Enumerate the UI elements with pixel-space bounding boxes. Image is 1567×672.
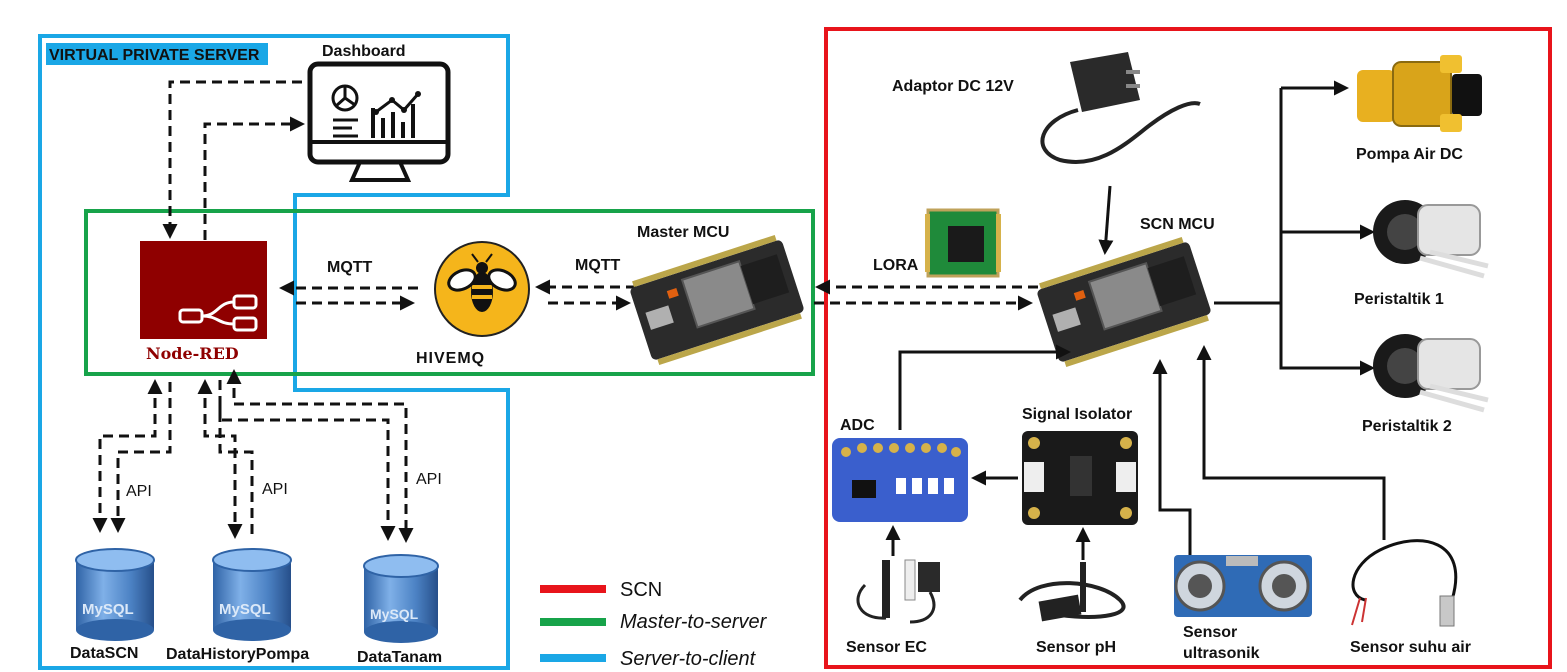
to-peristaltik2-arrow [1279, 303, 1375, 376]
peristaltik2-label: Peristaltik 2 [1362, 418, 1452, 435]
peristaltik1-image [1373, 200, 1489, 279]
signal-isolator-label: Signal Isolator [1022, 406, 1132, 423]
sensor-ec-image [856, 559, 940, 624]
adc-to-scn-arrow [898, 344, 1071, 430]
suhu-to-scn-arrow [1196, 345, 1386, 540]
legend-label-client: Server-to-client [620, 648, 757, 670]
sensor-ec-label: Sensor EC [846, 639, 927, 656]
db-datascn-icon: MySQL [75, 548, 155, 641]
nodered-api-bus-2 [110, 382, 172, 533]
node-red-logo [140, 241, 267, 339]
db-datahistorypompa-label: DataHistoryPompa [166, 646, 309, 663]
legend-label-master: Master-to-server [620, 611, 768, 633]
peristaltik1-label: Peristaltik 1 [1354, 291, 1444, 308]
nodered-to-dashboard-arrow [203, 116, 305, 240]
master-mcu-board [630, 234, 804, 366]
legend-label-scn: SCN [620, 579, 662, 601]
dashboard-icon [307, 61, 451, 182]
db-datahistorypompa-mysql: MySQL [219, 601, 271, 618]
adaptor-image [1040, 52, 1201, 164]
scn-mcu-label: SCN MCU [1140, 216, 1215, 233]
sensor-ultrasonik-label-1: Sensor [1183, 624, 1237, 641]
sensor-ph-label: Sensor pH [1036, 639, 1116, 656]
api-label-1: API [126, 483, 152, 500]
sensor-ph-image [1018, 562, 1126, 622]
sensor-suhu-image [1351, 539, 1458, 627]
api-label-3: API [416, 471, 442, 488]
adaptor-to-scn-arrow [1098, 185, 1114, 255]
sensor-ultrasonik-image [1174, 555, 1312, 617]
db-datatanam-label: DataTanam [357, 649, 442, 666]
ultrasonik-to-scn-arrow [1152, 359, 1192, 556]
adc-board [832, 438, 968, 522]
adaptor-label: Adaptor DC 12V [892, 78, 1014, 95]
scn-mcu-board [1037, 236, 1211, 368]
master-mcu-label: Master MCU [637, 224, 729, 241]
db-datascn-label: DataSCN [70, 645, 138, 662]
hivemq-label: HIVEMQ [416, 350, 485, 367]
scn-actuator-bus [1214, 88, 1283, 305]
nodered-api-bus-6 [226, 369, 414, 543]
legend: SCN Master-to-server Server-to-client [540, 579, 768, 670]
nodered-api-bus-1 [92, 379, 163, 533]
mqtt-label-right: MQTT [575, 257, 621, 274]
lora-label: LORA [873, 257, 919, 274]
sensor-suhu-label: Sensor suhu air [1350, 639, 1471, 656]
dashboard-to-nodered-arrow [162, 80, 302, 239]
mqtt-label-left: MQTT [327, 259, 373, 276]
api-label-2: API [262, 481, 288, 498]
db-datascn-mysql: MySQL [82, 601, 134, 618]
vps-label: VIRTUAL PRIVATE SERVER [49, 47, 260, 64]
dashboard-label: Dashboard [322, 43, 406, 60]
node-red-label: Node-RED [146, 344, 239, 363]
pompa-label: Pompa Air DC [1356, 146, 1463, 163]
lora-module [925, 208, 1001, 278]
adc-label: ADC [840, 417, 875, 434]
hivemq-logo [434, 241, 530, 337]
vps-label-bg [46, 43, 268, 65]
db-datatanam-icon: MySQL [363, 554, 439, 643]
db-datatanam-mysql: MySQL [370, 606, 419, 622]
master-to-server-boundary [84, 209, 815, 376]
peristaltik2-image [1373, 334, 1489, 413]
legend-swatch-scn [540, 585, 606, 593]
sensor-ultrasonik-label-2: ultrasonik [1183, 645, 1260, 662]
db-datahistorypompa-icon: MySQL [212, 548, 292, 641]
legend-swatch-master [540, 618, 606, 626]
signal-isolator-board [1022, 431, 1138, 525]
pompa-image [1357, 55, 1482, 132]
legend-swatch-client [540, 654, 606, 662]
scn-boundary [824, 27, 1552, 669]
